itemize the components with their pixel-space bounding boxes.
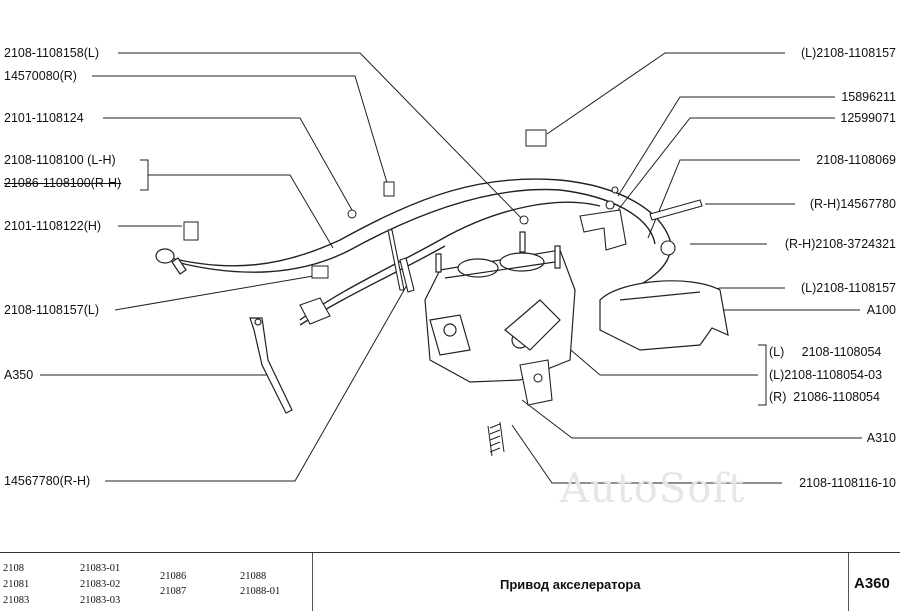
parts-diagram: 2108-1108158(L) 14570080(R) 2101-1108124… [4, 46, 896, 512]
model: 21083-02 [80, 579, 121, 590]
title-cell: Привод акселератора [312, 553, 849, 611]
leader-r1 [546, 52, 785, 135]
label-r-a100: A100 [866, 303, 896, 317]
model: 21083 [3, 595, 30, 606]
label-r-1108069: 2108-1108069 [816, 153, 896, 167]
diagram-title: Привод акселератора [500, 577, 641, 592]
label-r-1108116: 2108-1108116-10 [799, 476, 896, 490]
hand-throttle-knob [155, 248, 187, 275]
model: 21083-03 [80, 595, 121, 606]
throttle-lever [519, 359, 553, 406]
label-bracket-l: 2108-1108157(L) [4, 303, 99, 317]
leader-r3 [617, 117, 835, 211]
cables [169, 178, 672, 326]
model: 21087 [160, 586, 187, 597]
leader-l2 [92, 75, 392, 197]
code-cell: A360 [848, 553, 900, 611]
leader-r10 [521, 399, 862, 439]
leader-r4 [647, 159, 800, 239]
leader-l1 [118, 52, 528, 225]
label-clip: 14570080(R) [4, 69, 77, 83]
cable-second [175, 188, 656, 273]
model: 21081 [3, 579, 30, 590]
diagram-code: A360 [854, 575, 890, 592]
label-r-1108054-03: (L)2108-1108054-03 [769, 368, 883, 382]
label-r-12599071: 12599071 [840, 111, 896, 125]
label-r-1108054-l: (L) 2108-1108054 [769, 345, 882, 359]
leader-l4 [140, 159, 334, 249]
leader-r2 [617, 96, 835, 197]
model: 21083-01 [80, 563, 121, 574]
leader-r11 [511, 424, 782, 484]
label-r-3724321: (R-H)2108-3724321 [784, 237, 896, 251]
air-filter-housing [599, 280, 729, 351]
label-r-14567780: (R-H)14567780 [809, 197, 896, 211]
diagram-drawing [40, 52, 862, 484]
models-cell: 2108 21081 21083 21083-01 21083-02 21083… [0, 553, 313, 611]
label-cable-rh: 21086-1108100(R-H) [4, 176, 122, 190]
label-hand-throttle: 2101-1108122(H) [4, 219, 102, 233]
model: 21086 [160, 571, 187, 582]
cable-lower [299, 201, 601, 321]
label-cable-lh: 2108-1108100 (L-H) [4, 153, 116, 167]
label-r-a310: A310 [866, 431, 896, 445]
label-cable-sheath: 2108-1108158(L) [4, 46, 99, 60]
leader-l3 [103, 117, 353, 211]
model: 2108 [3, 563, 24, 574]
label-pedal: A350 [4, 368, 34, 382]
label-r-bracket-2: (L)2108-1108157 [801, 281, 896, 295]
return-spring [487, 421, 505, 457]
adjuster-rods [299, 229, 415, 325]
leader-r9 [564, 344, 767, 406]
leader-l8 [105, 284, 408, 482]
cable-bracket [183, 129, 547, 279]
label-grommet: 2101-1108124 [4, 111, 84, 125]
label-r-15896211: 15896211 [841, 90, 896, 104]
model: 21088 [240, 571, 267, 582]
pedal-lever [249, 317, 293, 414]
leader-l6 [114, 273, 326, 311]
title-block: 2108 21081 21083 21083-01 21083-02 21083… [0, 552, 900, 611]
label-r-bracket-1: (L)2108-1108157 [801, 46, 896, 60]
watermark: AutoSoft [560, 466, 746, 512]
label-rh-part: 14567780(R-H) [4, 474, 91, 488]
model: 21088-01 [240, 586, 281, 597]
carburetor [424, 231, 576, 383]
label-r-1108054-r: (R) 21086-1108054 [769, 390, 880, 404]
cable-support-bracket [579, 186, 703, 256]
